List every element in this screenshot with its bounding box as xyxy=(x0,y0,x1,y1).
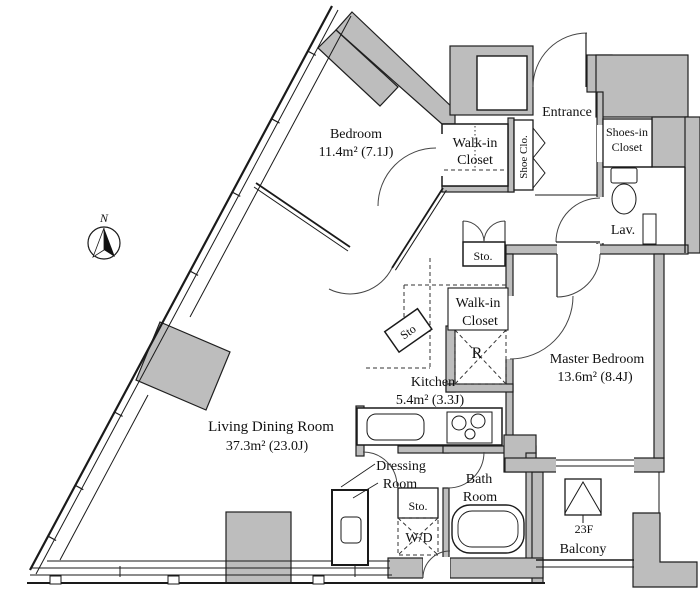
entrance-label: Entrance xyxy=(542,105,592,120)
lavatory-label: Lav. xyxy=(611,223,635,238)
washbasin-counter xyxy=(331,463,379,566)
shoe-closet-label: Shoe Clo. xyxy=(518,135,530,179)
master-bedroom-label: Master Bedroom xyxy=(550,352,645,367)
balcony-label: Balcony xyxy=(560,542,607,557)
shoes-in-closet-label-2: Closet xyxy=(612,140,643,154)
living-dining-room-label: Living Dining Room xyxy=(208,419,334,435)
door-arcs xyxy=(328,32,601,579)
walk-in-closet-master-label-1: Walk-in xyxy=(456,296,501,311)
kitchen-area-label: 5.4m² (3.3J) xyxy=(396,393,465,408)
bathtub-icon xyxy=(451,504,525,554)
compass-north-label: N xyxy=(99,211,109,225)
storage-dressing-label: Sto. xyxy=(408,499,427,513)
dressing-room-label-1: Dressing xyxy=(376,459,426,474)
room-labels: Bedroom 11.4m² (7.1J) Walk-in Closet Sho… xyxy=(99,105,648,557)
escape-hatch-icon xyxy=(564,478,602,523)
refrigerator-label: R xyxy=(472,345,483,362)
living-dining-room-area-label: 37.3m² (23.0J) xyxy=(226,439,309,454)
toilet-icon xyxy=(610,167,657,245)
walk-in-closet-north-label-1: Walk-in xyxy=(453,136,498,151)
master-bedroom-area-label: 13.6m² (8.4J) xyxy=(557,370,633,385)
walk-in-closet-north-label-2: Closet xyxy=(457,153,493,168)
walk-in-closet-master-label-2: Closet xyxy=(462,314,498,329)
closet-dashes xyxy=(366,126,507,556)
wall-openings xyxy=(423,125,634,579)
kitchen-counter xyxy=(356,407,503,446)
washer-dryer-label: W/D xyxy=(405,531,432,546)
bath-room-label-2: Room xyxy=(463,490,497,505)
bedroom-area-label: 11.4m² (7.1J) xyxy=(319,145,394,160)
kitchen-label: Kitchen xyxy=(411,375,455,390)
kitchen-sink xyxy=(366,413,425,441)
exterior-window-walls xyxy=(27,5,660,585)
bedroom-label: Bedroom xyxy=(330,127,382,142)
storage-hall-label: Sto. xyxy=(473,249,492,263)
dressing-room-label-2: Room xyxy=(383,477,417,492)
pipe-shaft xyxy=(476,55,528,111)
compass-icon xyxy=(87,226,121,260)
bath-room-label-1: Bath xyxy=(466,472,492,487)
floor-marker-label: 23F xyxy=(575,522,594,536)
shoes-in-closet-label-1: Shoes-in xyxy=(606,125,648,139)
walk-in-closet-master-plate xyxy=(447,287,509,331)
storage-kitchen-box xyxy=(383,307,433,354)
interior-walls xyxy=(253,118,686,519)
